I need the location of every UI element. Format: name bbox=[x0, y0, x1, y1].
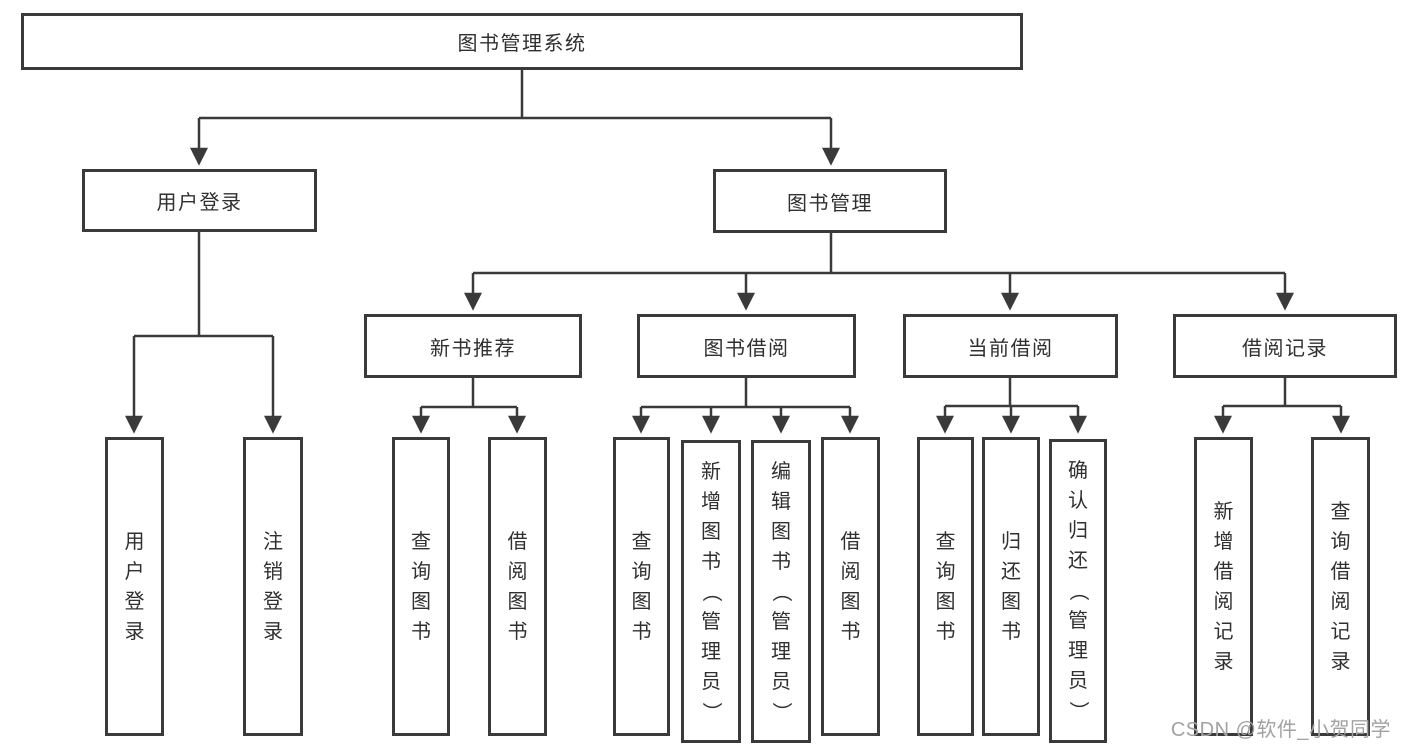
node-leaf-return-books: 归还图书 bbox=[982, 437, 1040, 736]
vertical-label-char: 图 bbox=[507, 590, 528, 613]
vertical-label-char: 查 bbox=[1330, 500, 1351, 523]
vertical-label-char: 注 bbox=[263, 530, 283, 553]
vertical-label-char: 阅 bbox=[1213, 590, 1234, 613]
vertical-label-char: ） bbox=[1067, 701, 1089, 721]
vertical-label-char: 登 bbox=[263, 590, 283, 613]
vertical-label-char: 图 bbox=[411, 590, 431, 613]
vertical-label-char: 确 bbox=[1068, 460, 1088, 482]
vertical-label-char: 借 bbox=[1330, 560, 1351, 583]
node-leaf-query-books-borrow: 查询图书 bbox=[613, 437, 670, 736]
vertical-label-char: 询 bbox=[935, 560, 956, 583]
vertical-label-char: 图 bbox=[935, 590, 956, 613]
vertical-label-char: 书 bbox=[507, 620, 528, 643]
vertical-label-char: 借 bbox=[507, 530, 528, 553]
vertical-label-char: ） bbox=[700, 701, 722, 722]
vertical-label-char: ） bbox=[770, 701, 792, 722]
node-leaf-user-login: 用户登录 bbox=[105, 437, 164, 736]
node-leaf-borrow-books-rec: 借阅图书 bbox=[488, 437, 547, 736]
vertical-label-char: 理 bbox=[701, 640, 721, 663]
vertical-label-char: 书 bbox=[701, 550, 721, 573]
vertical-label-char: 登 bbox=[124, 590, 145, 613]
vertical-label-char: 增 bbox=[701, 490, 721, 513]
vertical-label-char: 录 bbox=[1213, 650, 1234, 673]
node-borrow-record: 借阅记录 bbox=[1173, 314, 1397, 378]
vertical-label-char: 还 bbox=[1001, 560, 1021, 583]
vertical-label-char: 认 bbox=[1068, 490, 1088, 512]
vertical-label-char: 理 bbox=[1068, 640, 1088, 662]
vertical-label-char: 新 bbox=[701, 460, 721, 483]
vertical-label-char: 阅 bbox=[1330, 590, 1351, 613]
vertical-label-char: 用 bbox=[124, 530, 145, 553]
vertical-label-char: 询 bbox=[411, 560, 431, 583]
vertical-label-char: 图 bbox=[840, 590, 861, 613]
vertical-label-char: 还 bbox=[1068, 550, 1088, 572]
node-leaf-query-books-rec: 查询图书 bbox=[392, 437, 450, 736]
vertical-label-char: 查 bbox=[631, 530, 652, 553]
vertical-label-char: 书 bbox=[771, 550, 791, 573]
vertical-label-char: 员 bbox=[1068, 670, 1088, 692]
vertical-label-char: 借 bbox=[1213, 560, 1234, 583]
vertical-label-char: 新 bbox=[1213, 500, 1234, 523]
vertical-label-char: 销 bbox=[263, 560, 283, 583]
vertical-label-char: 管 bbox=[1068, 610, 1088, 632]
vertical-label-char: 录 bbox=[263, 620, 283, 643]
vertical-label-char: 归 bbox=[1001, 530, 1021, 553]
vertical-label-char: 编 bbox=[771, 460, 791, 483]
vertical-label-char: 查 bbox=[935, 530, 956, 553]
vertical-label-char: 辑 bbox=[771, 490, 791, 513]
vertical-label-char: 书 bbox=[840, 620, 861, 643]
vertical-label-char: 图 bbox=[1001, 590, 1021, 613]
vertical-label-char: （ bbox=[1067, 581, 1089, 601]
node-leaf-borrow-books: 借阅图书 bbox=[821, 437, 880, 736]
vertical-label-char: 记 bbox=[1213, 620, 1234, 643]
vertical-label-char: 书 bbox=[631, 620, 652, 643]
vertical-label-char: 阅 bbox=[507, 560, 528, 583]
vertical-label-char: 管 bbox=[771, 610, 791, 633]
vertical-label-char: 理 bbox=[771, 640, 791, 663]
node-leaf-logout-login: 注销登录 bbox=[243, 437, 303, 736]
vertical-label-char: 借 bbox=[840, 530, 861, 553]
vertical-label-char: （ bbox=[700, 581, 722, 602]
node-leaf-query-borrow-record: 查询借阅记录 bbox=[1311, 437, 1370, 736]
vertical-label-char: 管 bbox=[701, 610, 721, 633]
vertical-label-char: 询 bbox=[1330, 530, 1351, 553]
node-leaf-query-books-current: 查询图书 bbox=[917, 437, 974, 736]
vertical-label-char: 户 bbox=[124, 560, 145, 583]
node-leaf-confirm-return-admin: 确认归还 （ 管理员 ） bbox=[1049, 439, 1107, 743]
node-user-login: 用户登录 bbox=[82, 169, 317, 232]
vertical-label-char: 归 bbox=[1068, 520, 1088, 542]
vertical-label-char: 员 bbox=[701, 670, 721, 693]
node-new-book-rec: 新书推荐 bbox=[364, 314, 582, 378]
vertical-label-char: 询 bbox=[631, 560, 652, 583]
node-leaf-add-books-admin: 新增图书 （ 管理员 ） bbox=[681, 440, 741, 743]
vertical-label-char: 查 bbox=[411, 530, 431, 553]
node-current-borrow: 当前借阅 bbox=[903, 314, 1118, 378]
node-leaf-add-borrow-record: 新增借阅记录 bbox=[1194, 437, 1253, 736]
node-root: 图书管理系统 bbox=[21, 13, 1023, 70]
vertical-label-char: （ bbox=[770, 581, 792, 602]
node-book-borrow: 图书借阅 bbox=[637, 314, 856, 378]
vertical-label-char: 阅 bbox=[840, 560, 861, 583]
vertical-label-char: 录 bbox=[124, 620, 145, 643]
vertical-label-char: 书 bbox=[411, 620, 431, 643]
csdn-watermark: CSDN @软件_小贺同学 bbox=[1170, 719, 1391, 741]
vertical-label-char: 图 bbox=[631, 590, 652, 613]
node-book-mgmt: 图书管理 bbox=[713, 169, 947, 233]
vertical-label-char: 图 bbox=[771, 520, 791, 543]
vertical-label-char: 书 bbox=[935, 620, 956, 643]
vertical-label-char: 录 bbox=[1330, 650, 1351, 673]
vertical-label-char: 记 bbox=[1330, 620, 1351, 643]
vertical-label-char: 员 bbox=[771, 670, 791, 693]
vertical-label-char: 图 bbox=[701, 520, 721, 543]
node-leaf-edit-books-admin: 编辑图书 （ 管理员 ） bbox=[751, 440, 811, 743]
vertical-label-char: 增 bbox=[1213, 530, 1234, 553]
vertical-label-char: 书 bbox=[1001, 620, 1021, 643]
